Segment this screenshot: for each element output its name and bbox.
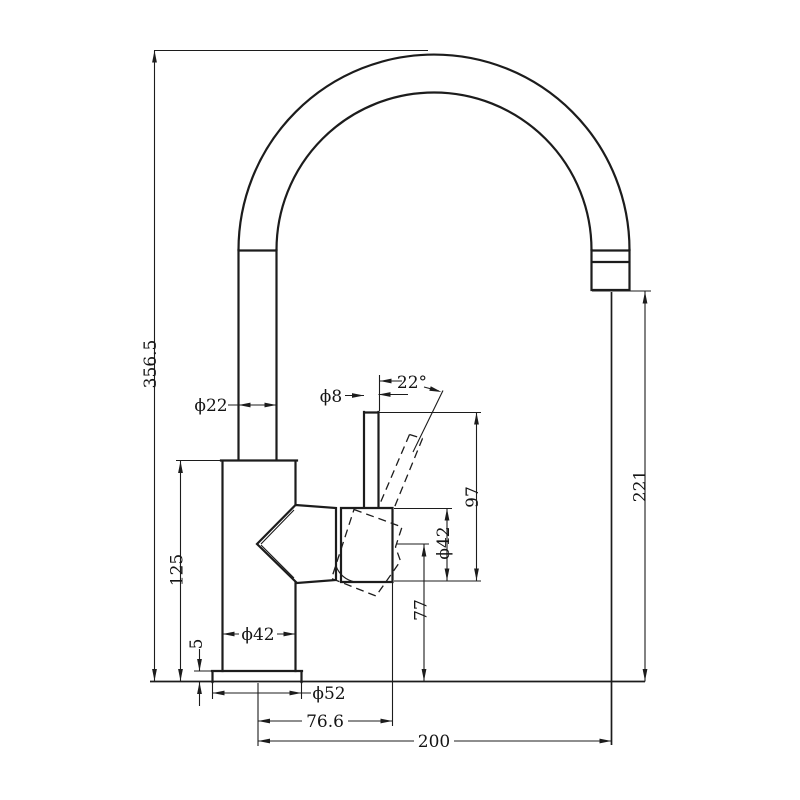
dim-lines	[176, 459, 221, 682]
dim-label-total-height: 356.5	[141, 340, 161, 389]
dim-arrow	[178, 669, 183, 681]
dim-handle-length: 97	[378, 411, 483, 582]
pentagon-chamfer-lines	[260, 509, 295, 579]
dim-lines	[396, 543, 429, 681]
faucet-outline	[210, 53, 631, 684]
dim-label-riser-diameter: ϕ22	[194, 396, 227, 416]
dim-arrow	[444, 568, 450, 581]
dim-arrow	[444, 508, 450, 521]
dim-arrow	[380, 718, 393, 724]
dim-body-height: 125	[167, 459, 221, 682]
dim-arrow	[421, 669, 427, 681]
dim-arrow	[258, 718, 270, 724]
dim-arrow	[152, 669, 157, 681]
dim-cartridge-diameter: ϕ42	[394, 507, 454, 581]
dim-arrow	[642, 291, 648, 304]
dim-arrow	[178, 461, 183, 473]
dim-label-cartridge-diameter: ϕ42	[434, 526, 454, 559]
dim-label-base-thickness: 5	[187, 639, 207, 650]
dim-riser-diameter: ϕ22	[194, 396, 277, 416]
dim-arrow	[421, 544, 427, 557]
dim-arrow	[378, 392, 391, 397]
dim-arrow	[212, 690, 225, 696]
base-flange	[210, 669, 304, 684]
spout-outlet	[590, 248, 631, 292]
dim-handle-center-height: 77	[396, 543, 431, 681]
dim-label-handle-angle: 22°	[397, 373, 427, 393]
dim-arrow	[474, 412, 479, 425]
riser-tube	[237, 248, 278, 462]
label-pad	[302, 712, 348, 728]
dim-arrow	[264, 402, 277, 408]
dim-label-handle-rod-diameter: ϕ8	[320, 387, 342, 407]
dim-label-handle-offset: 76.6	[306, 712, 344, 732]
dim-arrow	[258, 738, 270, 744]
joint-detail-curve	[335, 565, 356, 583]
tilted-rod-dashed	[378, 433, 424, 513]
dim-total-height: 356.5	[141, 49, 428, 682]
dim-handle-angle: 22°	[378, 373, 444, 453]
dim-label-handle-length: 97	[463, 486, 483, 508]
dim-lines	[258, 583, 394, 726]
dim-arrow	[289, 690, 302, 696]
dim-lines	[378, 411, 481, 582]
dim-lines	[592, 290, 651, 682]
dim-arrow	[599, 738, 612, 744]
label-pad	[414, 733, 454, 749]
dim-label-handle-center-height: 77	[411, 599, 431, 621]
dim-arrow	[152, 50, 157, 63]
handle-rod	[362, 410, 380, 510]
reference-lines	[150, 292, 645, 746]
dim-arrow	[352, 393, 364, 398]
dim-base-diameter: ϕ52	[211, 683, 346, 704]
dim-arrow	[283, 631, 296, 637]
dim-body-diameter: ϕ42	[222, 625, 296, 645]
cartridge-housing	[339, 506, 394, 584]
dim-lines	[153, 49, 428, 682]
dim-handle-offset: 76.6	[258, 583, 394, 732]
handle-tilted-dashed	[330, 433, 424, 597]
dim-arrow	[197, 659, 202, 671]
dim-label-body-diameter: ϕ42	[241, 625, 274, 645]
dim-label-body-height: 125	[167, 554, 187, 586]
handle-joint-pentagon	[255, 503, 338, 585]
dim-arrow	[238, 402, 251, 408]
dim-label-outlet-height: 221	[630, 470, 650, 502]
dim-spout-reach: 200	[258, 732, 612, 752]
dim-lines	[194, 649, 213, 706]
dim-arrow	[379, 378, 392, 384]
dim-base-thickness: 5	[187, 639, 213, 706]
dim-handle-rod-diameter: ϕ8	[320, 387, 408, 407]
dim-arrow	[642, 669, 648, 681]
spout-inner-arc	[275, 91, 593, 252]
dim-arrow	[197, 682, 202, 694]
spout-outer-arc	[237, 53, 631, 252]
dim-arrow	[429, 386, 443, 395]
dim-arrow	[474, 568, 479, 581]
dim-outlet-height: 221	[592, 290, 651, 682]
dim-arrow	[222, 631, 235, 637]
dim-label-spout-reach: 200	[418, 732, 450, 752]
label-pad	[239, 625, 277, 642]
dim-lines	[211, 683, 311, 699]
dim-label-base-diameter: ϕ52	[312, 684, 345, 704]
